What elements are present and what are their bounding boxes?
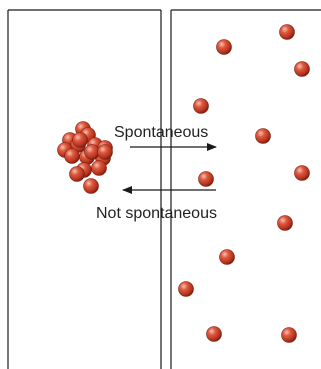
particle <box>294 61 310 77</box>
particle <box>294 165 310 181</box>
particle <box>219 249 235 265</box>
dispersed-particles <box>178 24 310 343</box>
particle <box>69 166 85 182</box>
spontaneous-label: Spontaneous <box>114 124 208 141</box>
particle <box>193 98 209 114</box>
particle <box>255 128 271 144</box>
particle <box>277 215 293 231</box>
particle <box>72 132 88 148</box>
clustered-particles <box>57 121 113 194</box>
particle <box>64 148 80 164</box>
particle <box>206 326 222 342</box>
particle <box>216 39 232 55</box>
not-spontaneous-label: Not spontaneous <box>96 205 217 222</box>
particle <box>279 24 295 40</box>
particle <box>281 327 297 343</box>
particle <box>91 160 107 176</box>
particle <box>198 171 214 187</box>
particle <box>83 178 99 194</box>
particle <box>97 144 113 160</box>
particle <box>178 281 194 297</box>
